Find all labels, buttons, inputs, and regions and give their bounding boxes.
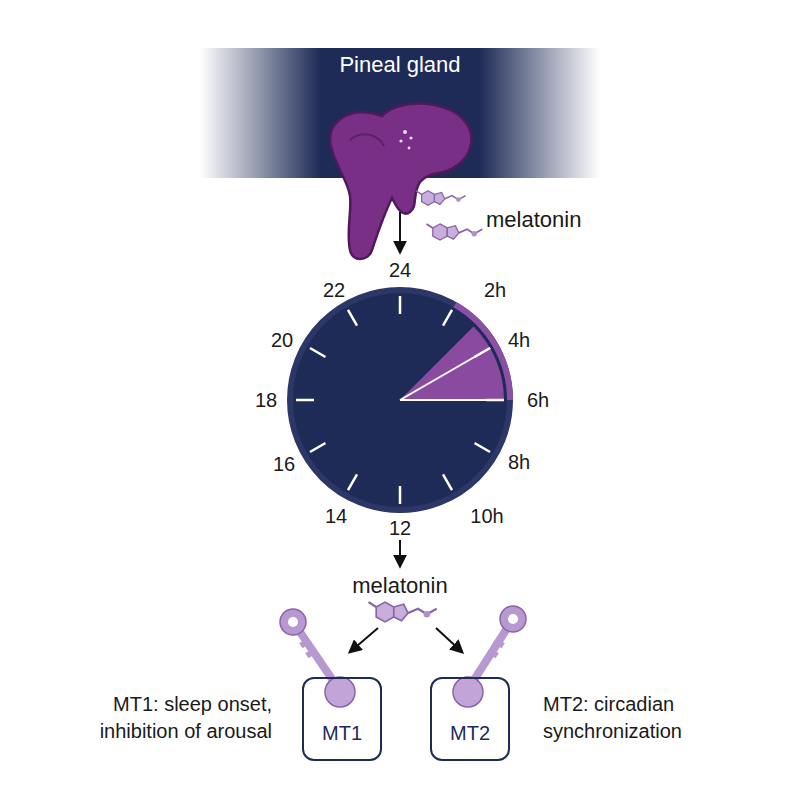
clock-tick (443, 474, 452, 490)
hour-label: 2h (484, 277, 506, 304)
melatonin-molecule (416, 191, 466, 205)
hour-label: 22 (323, 277, 345, 304)
clock-hand (400, 399, 504, 401)
receptor-function: MT1: sleep onset, inhibition of arousal (57, 691, 272, 745)
binding-arrow (436, 628, 462, 652)
clock-tick (474, 348, 490, 357)
melatonin-rim (455, 305, 510, 400)
melatonin-molecule (369, 602, 437, 622)
hour-label: 4h (508, 327, 530, 354)
receptor-box: MT1 (302, 677, 382, 761)
binding-arrow (350, 628, 378, 652)
clock-tick (399, 296, 402, 314)
flow-arrow (399, 540, 401, 566)
secretion-dot (399, 139, 402, 142)
gland-fold (350, 134, 384, 146)
clock-tick (310, 443, 326, 452)
receptor-function: MT2: circadian synchronization (543, 691, 715, 745)
clock-tick (348, 474, 357, 490)
secretion-dot (409, 136, 412, 139)
region-title: Pineal gland (208, 52, 592, 78)
secretion-dot (403, 130, 407, 134)
hour-label: 16 (273, 451, 295, 478)
molecule-label: melatonin (486, 205, 581, 235)
clock-tick (443, 310, 452, 326)
hour-label: 18 (255, 387, 277, 414)
clock-tick (474, 443, 490, 452)
receptor-label: MT1 (310, 721, 374, 745)
clock-tick (348, 310, 357, 326)
mt2-key (453, 606, 526, 707)
hour-label: 14 (325, 503, 347, 530)
secretion-dot (408, 147, 411, 150)
flow-arrow (399, 212, 401, 252)
hour-label: 10h (470, 503, 503, 530)
clock-tick (310, 348, 326, 357)
molecule-label: melatonin (352, 571, 447, 601)
receptor-label: MT2 (438, 721, 502, 745)
clock-tick (399, 486, 402, 504)
hour-label: 12 (389, 515, 411, 542)
receptor-box: MT2 (430, 677, 510, 761)
hour-label: 6h (527, 387, 549, 414)
band-region: Pineal gland (200, 48, 600, 178)
melatonin-molecule (427, 224, 483, 240)
clock-face (290, 290, 510, 510)
mt1-key (280, 609, 355, 707)
hour-label: 24 (389, 257, 411, 284)
clock-tick (486, 399, 504, 402)
hour-label: 20 (271, 327, 293, 354)
hour-label: 8h (508, 449, 530, 476)
clock-tick (296, 399, 314, 402)
clock-hand (400, 348, 490, 400)
